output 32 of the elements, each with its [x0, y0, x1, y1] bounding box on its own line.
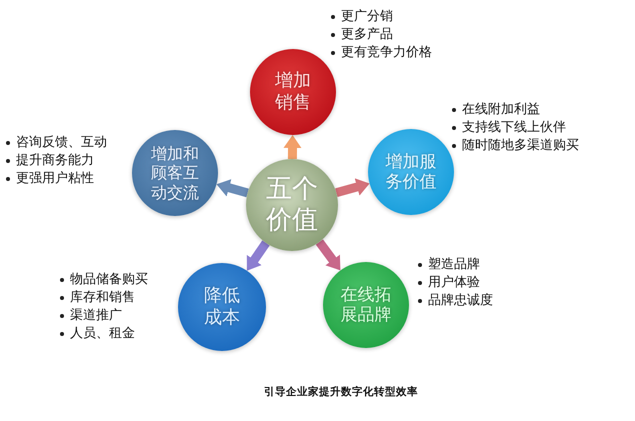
list-item: 提升商务能力	[16, 152, 94, 170]
node-label: 增加服务价值	[384, 152, 438, 192]
caption: 引导企业家提升数字化转型效率	[264, 385, 418, 399]
node-label: 增加和顾客互动交流	[150, 144, 200, 202]
list-item: 塑造品牌	[428, 256, 480, 274]
circle-node	[368, 129, 454, 215]
hub-circle	[246, 159, 338, 251]
list-item: 物品储备购买	[70, 271, 148, 289]
list-item: 在线附加利益	[462, 101, 540, 119]
list-item: 更多产品	[341, 26, 393, 44]
list-item: 随时随地多渠道购买	[462, 137, 579, 155]
list-item: 更广分销	[341, 8, 393, 26]
arrow	[215, 179, 249, 198]
circle-node	[250, 49, 336, 135]
list-item: 更强用户粘性	[16, 170, 94, 188]
list-item: 支持线下线上伙伴	[462, 119, 566, 137]
arrow	[335, 178, 371, 198]
node-label: 五个价值	[265, 174, 319, 236]
circle-node	[132, 130, 218, 216]
list-item: 用户体验	[428, 274, 480, 292]
list-item: 库存和销售	[70, 289, 135, 307]
list-item: 人员、租金	[70, 325, 135, 343]
list-item: 渠道推广	[70, 307, 122, 325]
node-label: 在线拓展品牌	[340, 284, 392, 326]
node-label: 降低成本	[203, 285, 241, 329]
list-item: 咨询反馈、互动	[16, 134, 107, 152]
list-item: 品牌忠诚度	[428, 292, 493, 310]
list-item: 更有竞争力价格	[341, 44, 432, 62]
node-label: 增加销售	[274, 70, 312, 114]
circle-node	[323, 262, 409, 348]
circle-node	[178, 263, 266, 351]
arrow	[284, 134, 302, 160]
